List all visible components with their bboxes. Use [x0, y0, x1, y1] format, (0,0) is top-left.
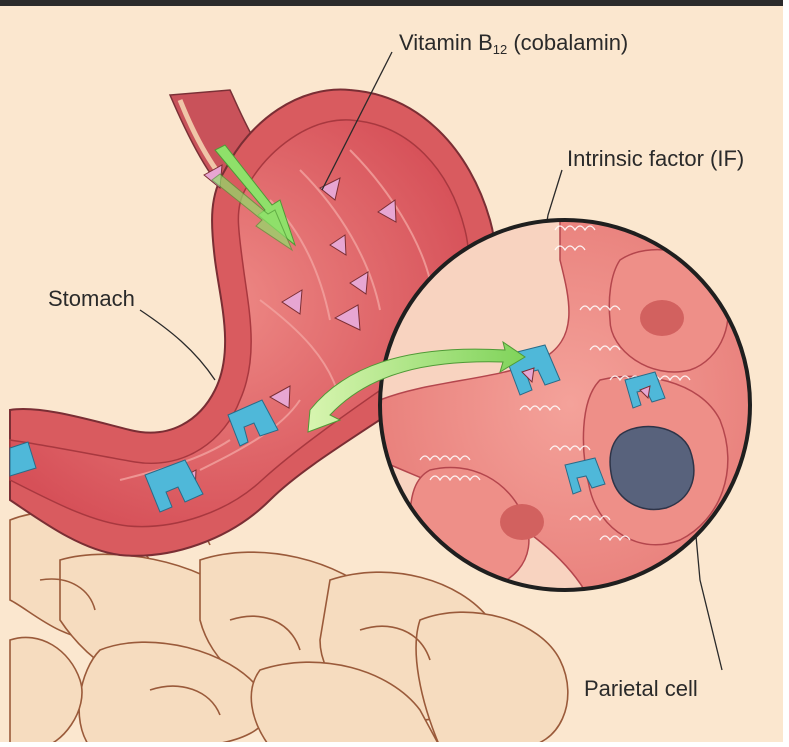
- parietal-cell-nucleus: [610, 427, 694, 510]
- vitamin-b12-label: Vitamin B12 (cobalamin): [399, 30, 628, 57]
- vitamin-b12-label-prefix: Vitamin B: [399, 30, 493, 55]
- vitamin-b12-label-suffix: (cobalamin): [507, 30, 628, 55]
- stomach-label: Stomach: [48, 286, 135, 312]
- right-border: [783, 0, 789, 747]
- vitamin-b12-label-subscript: 12: [493, 42, 507, 57]
- bottom-border: [0, 742, 789, 747]
- top-border: [0, 0, 789, 6]
- parietal-cell-label: Parietal cell: [584, 676, 698, 702]
- intrinsic-factor-label: Intrinsic factor (IF): [567, 146, 744, 172]
